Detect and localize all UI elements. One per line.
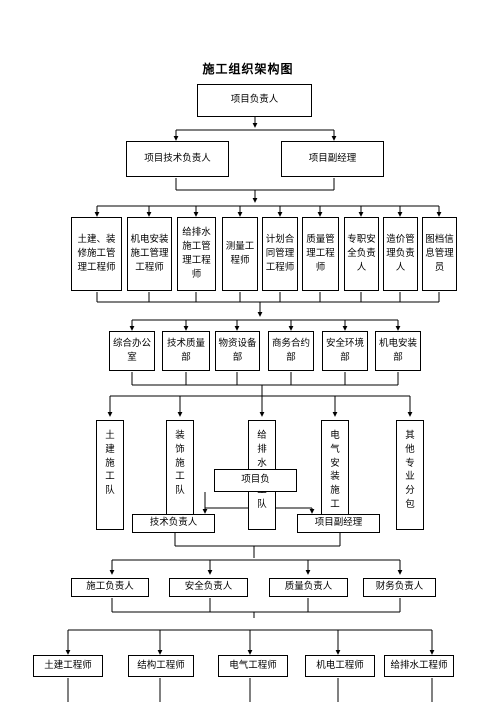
department-node: 物资设备部 [215, 331, 260, 371]
team-node: 其他专业分包 [396, 420, 424, 530]
engineer-node: 造价管理负责人 [383, 217, 418, 291]
sub-lead-node: 质量负责人 [269, 578, 348, 597]
sub-engineer-node: 电气工程师 [218, 655, 288, 677]
engineer-node: 给排水施工管理工程师 [177, 217, 216, 291]
team-deputy-node: 项目副经理 [297, 514, 380, 533]
department-node: 技术质量部 [162, 331, 210, 371]
department-node: 安全环境部 [322, 331, 368, 371]
department-node: 商务合约部 [268, 331, 314, 371]
tech-lead-node: 项目技术负责人 [126, 141, 229, 177]
overlay-manager-node: 项目负 [214, 469, 297, 492]
engineer-node: 专职安全负责人 [344, 217, 379, 291]
engineer-node: 土建、装修施工管理工程师 [71, 217, 122, 291]
department-node: 综合办公室 [109, 331, 155, 371]
team-node: 土建施工队 [96, 420, 124, 530]
sub-lead-node: 财务负责人 [363, 578, 436, 597]
project-manager-node: 项目负责人 [197, 84, 312, 117]
sub-engineer-node: 结构工程师 [128, 655, 194, 677]
team-node: 电气安装施工 [321, 420, 349, 530]
engineer-node: 机电安装施工管理工程师 [127, 217, 172, 291]
team-node: 装饰施工队 [166, 420, 194, 530]
page-title: 施工组织架构图 [202, 62, 294, 76]
sub-lead-node: 安全负责人 [169, 578, 248, 597]
sub-lead-node: 施工负责人 [71, 578, 149, 597]
sub-engineer-node: 机电工程师 [305, 655, 375, 677]
engineer-node: 图档信息管理员 [422, 217, 457, 291]
sub-engineer-node: 土建工程师 [33, 655, 103, 677]
department-node: 机电安装部 [375, 331, 421, 371]
engineer-node: 质量管理工程师 [302, 217, 339, 291]
engineer-node: 计划合同管理工程师 [262, 217, 298, 291]
sub-engineer-node: 给排水工程师 [384, 655, 454, 677]
engineer-node: 测量工程师 [222, 217, 258, 291]
team-tech-lead-node: 技术负责人 [132, 514, 215, 533]
deputy-manager-node: 项目副经理 [281, 141, 384, 177]
